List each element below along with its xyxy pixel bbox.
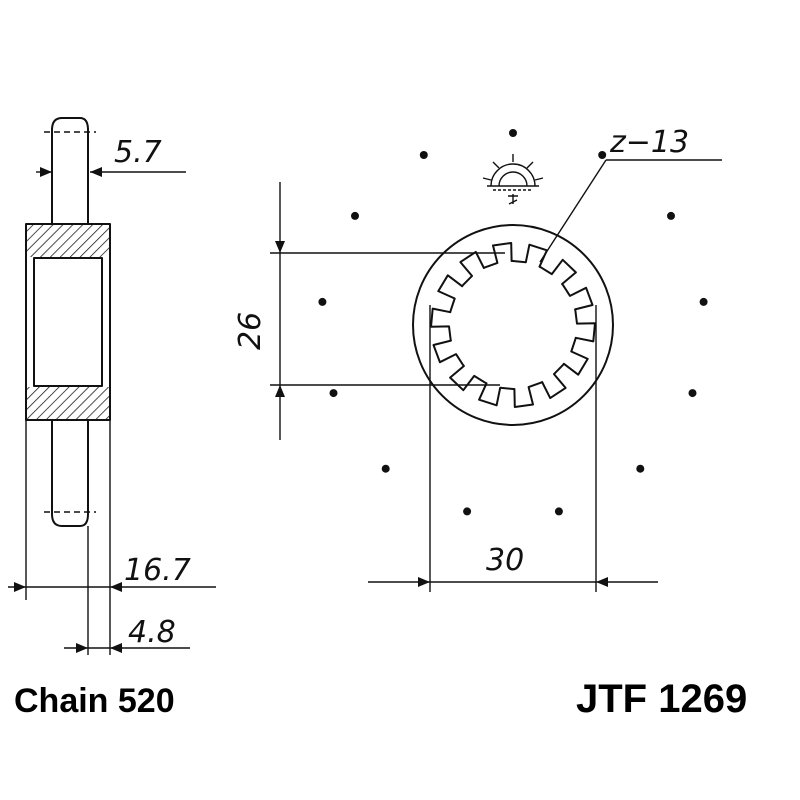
- dim-offset-arrow-left: [76, 643, 88, 653]
- dim-bore-label: 26: [233, 312, 268, 350]
- tooth-tip-mark: [351, 211, 359, 220]
- dim-bore-arrow-top: [275, 241, 285, 253]
- tooth-tip-mark: [509, 129, 517, 137]
- dim-width-arrow-left: [14, 582, 26, 592]
- dim-spline-arrow-right: [596, 577, 608, 587]
- side-hub-hatch-top: [27, 225, 109, 257]
- side-hub-hatch-bottom: [27, 387, 109, 419]
- spline-bore: [430, 242, 596, 408]
- tooth-tip-mark: [636, 464, 645, 473]
- tooth-tip-mark: [688, 389, 697, 398]
- dim-spline-arrow-left: [418, 577, 430, 587]
- part-number: JTF 1269: [576, 677, 747, 721]
- dim-thickness-label: 5.7: [114, 135, 162, 170]
- dim-thickness-arrow-left: [40, 167, 52, 177]
- front-view: z−13 26 30: [233, 125, 722, 592]
- side-view: 5.7 16.7 4.8: [8, 117, 216, 655]
- side-hub-bore: [33, 257, 103, 387]
- teeth-count-label: z−13: [609, 125, 689, 160]
- tooth-tip-mark: [598, 151, 607, 159]
- side-hub: [25, 223, 111, 421]
- tooth-tip-mark: [381, 464, 390, 473]
- sun-logo-icon: [482, 154, 544, 205]
- dim-spline-label: 30: [486, 543, 524, 578]
- tooth-tip-mark: [329, 389, 338, 398]
- dim-thickness-arrow-right: [90, 167, 102, 177]
- tooth-tip-mark: [554, 507, 563, 516]
- side-bottom-tooth: [51, 419, 89, 527]
- dim-offset-label: 4.8: [128, 615, 176, 650]
- sprocket-tooth-tips: [318, 129, 708, 516]
- tooth-tip-mark: [419, 151, 428, 159]
- side-top-tooth: [51, 117, 89, 225]
- dim-width-arrow-right: [110, 582, 122, 592]
- chain-label: Chain 520: [14, 682, 175, 720]
- dim-offset-arrow-right: [110, 643, 122, 653]
- dim-width-label: 16.7: [124, 553, 191, 588]
- tooth-tip-mark: [463, 507, 472, 516]
- hub-circle: [412, 224, 614, 426]
- tooth-tip-mark: [667, 211, 675, 220]
- tooth-tip-mark: [699, 297, 708, 306]
- dim-bore-arrow-bottom: [275, 385, 285, 397]
- teeth-leader: [539, 159, 607, 263]
- tooth-tip-mark: [318, 297, 327, 306]
